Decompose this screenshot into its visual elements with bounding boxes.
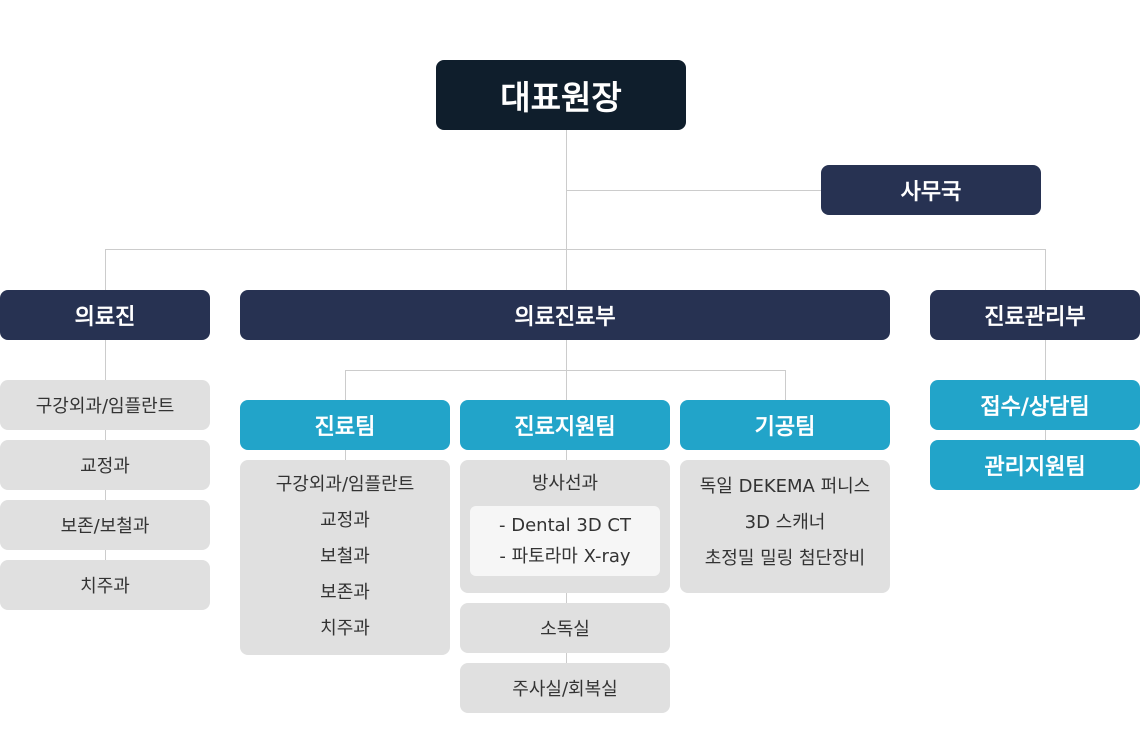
care-management-box: 진료관리부 [930, 290, 1140, 340]
connector-line [105, 249, 106, 290]
lab-team-box: 기공팀 [680, 400, 890, 450]
care-team-item: 치주과 [320, 618, 370, 639]
lab-item: 독일 DEKEMA 퍼니스 [699, 476, 871, 497]
connector-line [1045, 249, 1046, 290]
care-team-item: 보존과 [320, 582, 370, 603]
connector-line [345, 370, 785, 371]
ceo-box: 대표원장 [436, 60, 686, 130]
medical-staff-item: 치주과 [0, 560, 210, 610]
radiology-item: - 파토라마 X-ray [499, 546, 631, 567]
medical-staff-item: 교정과 [0, 440, 210, 490]
lab-team-list: 독일 DEKEMA 퍼니스 3D 스캐너 초정밀 밀링 첨단장비 [680, 460, 890, 593]
office-box: 사무국 [821, 165, 1041, 215]
care-team-box: 진료팀 [240, 400, 450, 450]
radiology-box: 방사선과 - Dental 3D CT - 파토라마 X-ray [460, 460, 670, 593]
medical-care-box: 의료진료부 [240, 290, 890, 340]
support-team-box: 진료지원팀 [460, 400, 670, 450]
connector-line [105, 249, 1046, 250]
medical-staff-item: 구강외과/임플란트 [0, 380, 210, 430]
reception-team-box: 접수/상담팀 [930, 380, 1140, 430]
admin-support-team-box: 관리지원팀 [930, 440, 1140, 490]
connector-line [785, 370, 786, 400]
care-team-item: 구강외과/임플란트 [275, 474, 415, 495]
medical-staff-item: 보존/보철과 [0, 500, 210, 550]
lab-item: 3D 스캐너 [744, 512, 826, 533]
connector-line [566, 190, 821, 191]
connector-line [566, 130, 567, 290]
care-team-item: 교정과 [320, 510, 370, 531]
medical-staff-box: 의료진 [0, 290, 210, 340]
sterilization-box: 소독실 [460, 603, 670, 653]
lab-item: 초정밀 밀링 첨단장비 [704, 548, 866, 569]
radiology-label: 방사선과 [531, 473, 599, 494]
radiology-equipment: - Dental 3D CT - 파토라마 X-ray [470, 506, 660, 576]
care-team-list: 구강외과/임플란트 교정과 보철과 보존과 치주과 [240, 460, 450, 655]
care-team-item: 보철과 [320, 546, 370, 567]
injection-box: 주사실/회복실 [460, 663, 670, 713]
radiology-item: - Dental 3D CT [499, 515, 631, 536]
